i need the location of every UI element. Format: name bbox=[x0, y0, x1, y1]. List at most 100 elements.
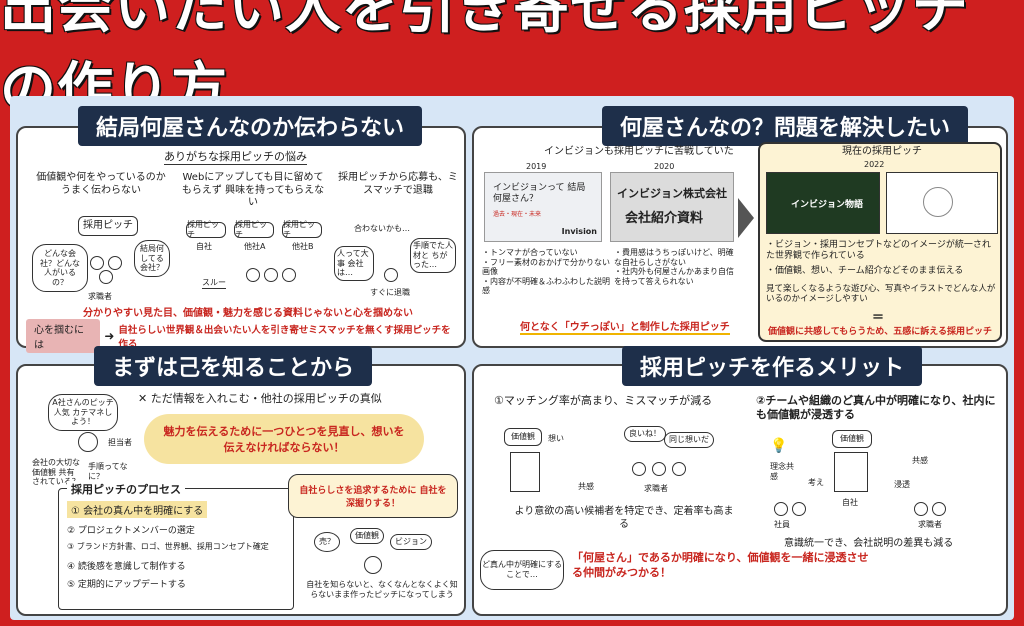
bubble-what-doing: 結局何してる会社？ bbox=[134, 240, 170, 277]
empathy-label: 共感 bbox=[578, 482, 594, 491]
process-step: ① 会社の真ん中を明確にする bbox=[67, 501, 208, 518]
ideas-label: 考え bbox=[808, 478, 824, 487]
arrow-right-icon: ➜ bbox=[104, 329, 115, 343]
year-2022: 2022 bbox=[864, 160, 885, 169]
current-pitch-card: 現在の採用ピッチ 2022 インビジョン物語 ・ビジョン・採用コンセプトなどのイ… bbox=[758, 142, 1002, 342]
problem-col3: 採用ピッチから応募も、ミスマッチで退職 bbox=[338, 172, 458, 196]
key-message: 魅力を伝えるために一つひとつを見直し、想いを伝えなければならない！ bbox=[144, 414, 424, 464]
own-company-label: 自社 bbox=[196, 242, 212, 251]
speech-different: 手順でた人材と ちがった… bbox=[410, 238, 456, 273]
issues-2019: ・トンマナが合っていない ・フリー素材のおかげで分かりない画像 ・内容が不明確＆… bbox=[482, 248, 610, 296]
center-note: ど真ん中が明確にすることで… bbox=[480, 550, 564, 590]
pitch-box-own: 採用ピッチ bbox=[186, 220, 226, 239]
problem-summary-text: 分かりやすい見た目、価値観・魅力を感じる資料じゃないと心を掴めない bbox=[83, 308, 413, 319]
person-icon bbox=[364, 556, 382, 574]
panel-self-knowledge-heading: まずは己を知ることから bbox=[94, 346, 373, 386]
grab-row: 心を掴むには ➜ 自社らしい世界観＆出会いたい人を引き寄せミスマッチを無くす採用… bbox=[26, 319, 460, 353]
verdict: 何となく「ウチっぽい」と制作した採用ピッチ bbox=[520, 318, 730, 335]
pitch-box: 採用ピッチ bbox=[78, 216, 138, 236]
slide-2019-title: インビジョンって 結局何屋さん？ bbox=[493, 183, 586, 204]
bubble-like: 良いね！ bbox=[624, 426, 666, 442]
values-box-org: 価値観 bbox=[832, 430, 872, 448]
problem-col2: Webにアップしても目に留めてもらえず 興味を持ってもらえない bbox=[181, 172, 325, 208]
note-values-shared: 会社の大切な価値観 共有されている？ bbox=[32, 458, 80, 487]
result-4: 価値観に共感してもらうため、五感に訴える採用ピッチ bbox=[768, 327, 993, 337]
process-box: 採用ピッチのプロセス ① 会社の真ん中を明確にする ② プロジェクトメンバーの選… bbox=[58, 481, 294, 610]
person-icon bbox=[264, 268, 278, 282]
person-icon bbox=[90, 256, 104, 270]
slide-2019: インビジョンって 結局何屋さん？ 過去・現在・未来 Invision bbox=[484, 172, 602, 242]
center-note-text: ど真ん中が明確にすることで… bbox=[481, 560, 563, 579]
question-vision: ビジョン bbox=[390, 534, 432, 550]
values-box: 価値観 bbox=[504, 428, 542, 446]
problem-col1: 価値観や何をやっているのか うまく伝わらない bbox=[36, 172, 166, 196]
person-icon bbox=[282, 268, 296, 282]
merit-2: ②チームや組織のど真ん中が明確になり、社内にも価値観が浸透する bbox=[756, 394, 996, 421]
person-icon bbox=[78, 432, 98, 452]
share-label: 共感 bbox=[912, 456, 928, 465]
year-2020: 2020 bbox=[654, 162, 675, 171]
slide-2022: インビジョン物語 bbox=[766, 172, 880, 234]
person-icon bbox=[774, 502, 788, 516]
slide-2019-logo: Invision bbox=[561, 227, 597, 237]
slide-2020-sub: 会社紹介資料 bbox=[625, 211, 704, 226]
slide-2020-title: インビジョン株式会社 bbox=[617, 187, 727, 200]
speech-mismatch: 合わないかも… bbox=[354, 224, 410, 233]
call-bubble: 自社らしさを追求するために 自社を深掘りする！ bbox=[288, 474, 458, 518]
problem-summary: 分かりやすい見た目、価値観・魅力を感じる資料じゃないと心を掴めない bbox=[48, 308, 448, 321]
problem-subtitle: ありがちな採用ピッチの悩み bbox=[164, 150, 307, 165]
panel-merits: 採用ピッチを作るメリット ①マッチング率が高まり、ミスマッチが減る ②チームや組… bbox=[472, 346, 1008, 616]
equals-sign: ＝ bbox=[872, 310, 885, 324]
circle-icon bbox=[923, 187, 953, 217]
result-1: ・ビジョン・採用コンセプトなどのイメージが統一された世界観で作られている bbox=[766, 240, 991, 261]
process-step: ⑤ 定期的にアップデートする bbox=[67, 580, 186, 590]
person-icon bbox=[108, 256, 122, 270]
content-board: 結局何屋さんなのか伝わらない ありがちな採用ピッチの悩み 価値観や何をやっている… bbox=[10, 96, 1014, 620]
question-sell: 売？ bbox=[314, 532, 340, 552]
bubble-what-company: どんな会社？どんな人がいるの？ bbox=[32, 244, 88, 293]
current-title: 現在の採用ピッチ bbox=[842, 146, 922, 157]
thought-bubble: A社さんのピッチ人気 カテマネしよう！ bbox=[48, 394, 118, 431]
key-message-text: 魅力を伝えるために一つひとつを見直し、想いを伝えなければならない！ bbox=[163, 425, 405, 454]
person-icon bbox=[384, 268, 398, 282]
person-icon bbox=[932, 502, 946, 516]
quit-label: すぐに退職 bbox=[370, 288, 410, 297]
note-procedure: 手順ってなに？ bbox=[88, 462, 128, 481]
building-icon bbox=[510, 452, 540, 492]
person-icon bbox=[792, 502, 806, 516]
panel-solution-heading: 何屋さんなの？問題を解決したい bbox=[602, 106, 969, 146]
arrow-right-icon bbox=[738, 198, 754, 238]
issue-item: ・内容が不明確＆ふわふわした説明感 bbox=[482, 276, 610, 296]
process-step: ④ 読後感を意識して制作する bbox=[67, 562, 186, 572]
company-label: 自社 bbox=[842, 498, 858, 507]
call-text: 自社らしさを追求するために 自社を深掘りする！ bbox=[299, 486, 447, 509]
through-label: スルー bbox=[202, 278, 226, 289]
panel-merits-heading: 採用ピッチを作るメリット bbox=[622, 346, 923, 386]
seeker-label: 求職者 bbox=[644, 484, 668, 493]
building-icon bbox=[834, 452, 868, 492]
slide-2022-title: インビジョン物語 bbox=[791, 200, 864, 210]
person-icon bbox=[672, 462, 686, 476]
person-icon bbox=[632, 462, 646, 476]
merit-1-desc: より意欲の高い候補者を特定でき、定着率も高まる bbox=[514, 506, 734, 530]
process-title: 採用ピッチのプロセス bbox=[67, 481, 185, 497]
pitch-box-b: 採用ピッチ bbox=[282, 220, 322, 239]
process-step: ③ ブランド方針書、ロゴ、世界観、採用コンセプト確定 bbox=[67, 542, 269, 551]
penetrate-label: 浸透 bbox=[894, 480, 910, 489]
speech-people: 人って大事 会社は… bbox=[334, 246, 374, 281]
company-b-label: 他社B bbox=[292, 242, 314, 251]
issue-item: ・フリー素材のおかげで分かりない画像 bbox=[482, 257, 610, 277]
seekers-label: 求職者 bbox=[918, 520, 942, 529]
slide-2020: インビジョン株式会社 会社紹介資料 bbox=[610, 172, 734, 242]
panel-problem-heading: 結局何屋さんなのか伝わらない bbox=[78, 106, 423, 146]
panel-solution: 何屋さんなの？問題を解決したい インビジョンも採用ピッチに苦戦していた 2019… bbox=[472, 106, 1008, 348]
slide-2019-sub: 過去・現在・未来 bbox=[493, 211, 542, 218]
pitch-box-a: 採用ピッチ bbox=[234, 220, 274, 239]
worker-label: 担当者 bbox=[108, 438, 132, 447]
center-result: 「何屋さん」であるか明確になり、価値観を一緒に浸透させる仲間がみつかる！ bbox=[572, 551, 869, 580]
result-2: ・価値観、想い、チーム紹介などそのまま伝える bbox=[766, 266, 964, 276]
reader-label: 求職者 bbox=[88, 292, 112, 301]
bubble-same: 同じ想いだ bbox=[664, 432, 714, 448]
merit-1: ①マッチング率が高まり、ミスマッチが減る bbox=[494, 394, 713, 407]
person-icon bbox=[99, 270, 113, 284]
